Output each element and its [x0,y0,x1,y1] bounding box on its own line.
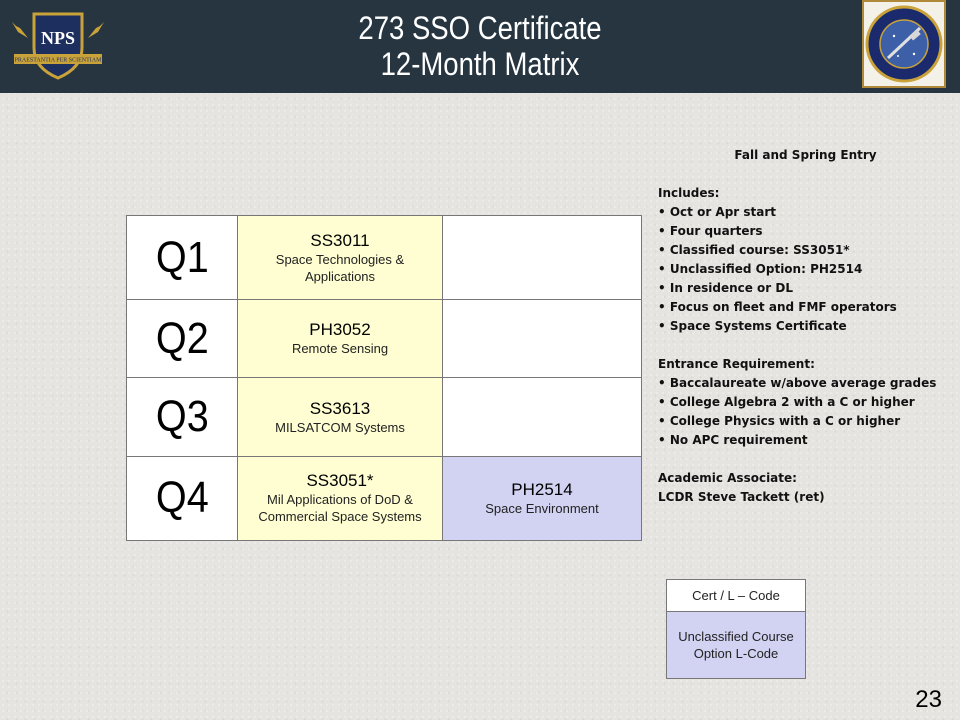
nps-shield-logo-icon: PRAESTANTIA PER SCIENTIAM NPS [12,12,104,80]
course-name: MILSATCOM Systems [275,419,405,435]
space-systems-seal [862,0,946,88]
includes-section: Includes: Oct or Apr startFour quartersC… [658,184,953,336]
quarter-text: Q1 [155,232,209,282]
entrance-heading: Entrance Requirement: [658,357,815,371]
slide-header: PRAESTANTIA PER SCIENTIAM NPS 273 SSO Ce… [0,0,960,93]
course-code: SS3011 [310,230,370,250]
empty-cell [442,214,642,301]
associate-name: LCDR Steve Tackett (ret) [658,490,825,504]
course-cell: SS3051*Mil Applications of DoD & Commerc… [237,455,443,542]
entrance-list: Baccalaureate w/above average gradesColl… [658,374,953,450]
info-list-item: Focus on fleet and FMF operators [658,298,953,317]
page-number: 23 [915,686,942,713]
program-info: Fall and Spring Entry Includes: Oct or A… [658,146,953,526]
space-systems-seal-icon [865,5,943,83]
course-code: PH3052 [309,320,371,340]
info-list-item: College Physics with a C or higher [658,412,953,431]
info-list-item: Classified course: SS3051* [658,241,953,260]
info-list-item: Baccalaureate w/above average grades [658,374,953,393]
course-code: SS3051* [306,471,374,491]
slide-title: 273 SSO Certificate 12-Month Matrix [180,10,780,82]
alt-course-name: Space Environment [485,500,599,516]
title-line-2: 12-Month Matrix [380,46,580,82]
info-list-item: College Algebra 2 with a C or higher [658,393,953,412]
includes-list: Oct or Apr startFour quartersClassified … [658,203,953,336]
quarter-label: Q1 [126,214,238,301]
nps-motto: PRAESTANTIA PER SCIENTIAM [15,58,103,64]
includes-heading: Includes: [658,186,720,200]
entrance-section: Entrance Requirement: Baccalaureate w/ab… [658,355,953,450]
legend-table: Cert / L – Code Unclassified Course Opti… [666,579,806,679]
title-line-1: 273 SSO Certificate [358,10,602,46]
info-list-item: Four quarters [658,222,953,241]
course-name: Space Technologies & Applications [275,251,405,284]
legend-header: Cert / L – Code [666,579,806,612]
info-list-item: No APC requirement [658,431,953,450]
empty-cell [442,299,642,379]
info-list-item: Oct or Apr start [658,203,953,222]
nps-logo-text: NPS [41,28,75,48]
info-list-item: Space Systems Certificate [658,317,953,336]
quarter-text: Q4 [155,473,209,523]
quarter-label: Q3 [126,377,238,457]
course-code: SS3613 [309,398,371,418]
legend-body: Unclassified Course Option L-Code [666,611,806,679]
quarter-text: Q3 [155,392,209,442]
quarter-label: Q2 [126,299,238,379]
course-name: Remote Sensing [291,341,389,357]
associate-section: Academic Associate: LCDR Steve Tackett (… [658,469,953,507]
info-list-item: In residence or DL [658,279,953,298]
info-list-item: Unclassified Option: PH2514 [658,260,953,279]
quarter-text: Q2 [155,313,209,363]
matrix-row: Q4 SS3051*Mil Applications of DoD & Comme… [126,455,642,542]
info-title: Fall and Spring Entry [734,148,877,162]
quarter-label: Q4 [126,455,238,542]
associate-heading: Academic Associate: [658,471,797,485]
course-name: Mil Applications of DoD & Commercial Spa… [258,492,422,525]
empty-cell [442,377,642,457]
alt-course-code: PH2514 [511,479,573,499]
